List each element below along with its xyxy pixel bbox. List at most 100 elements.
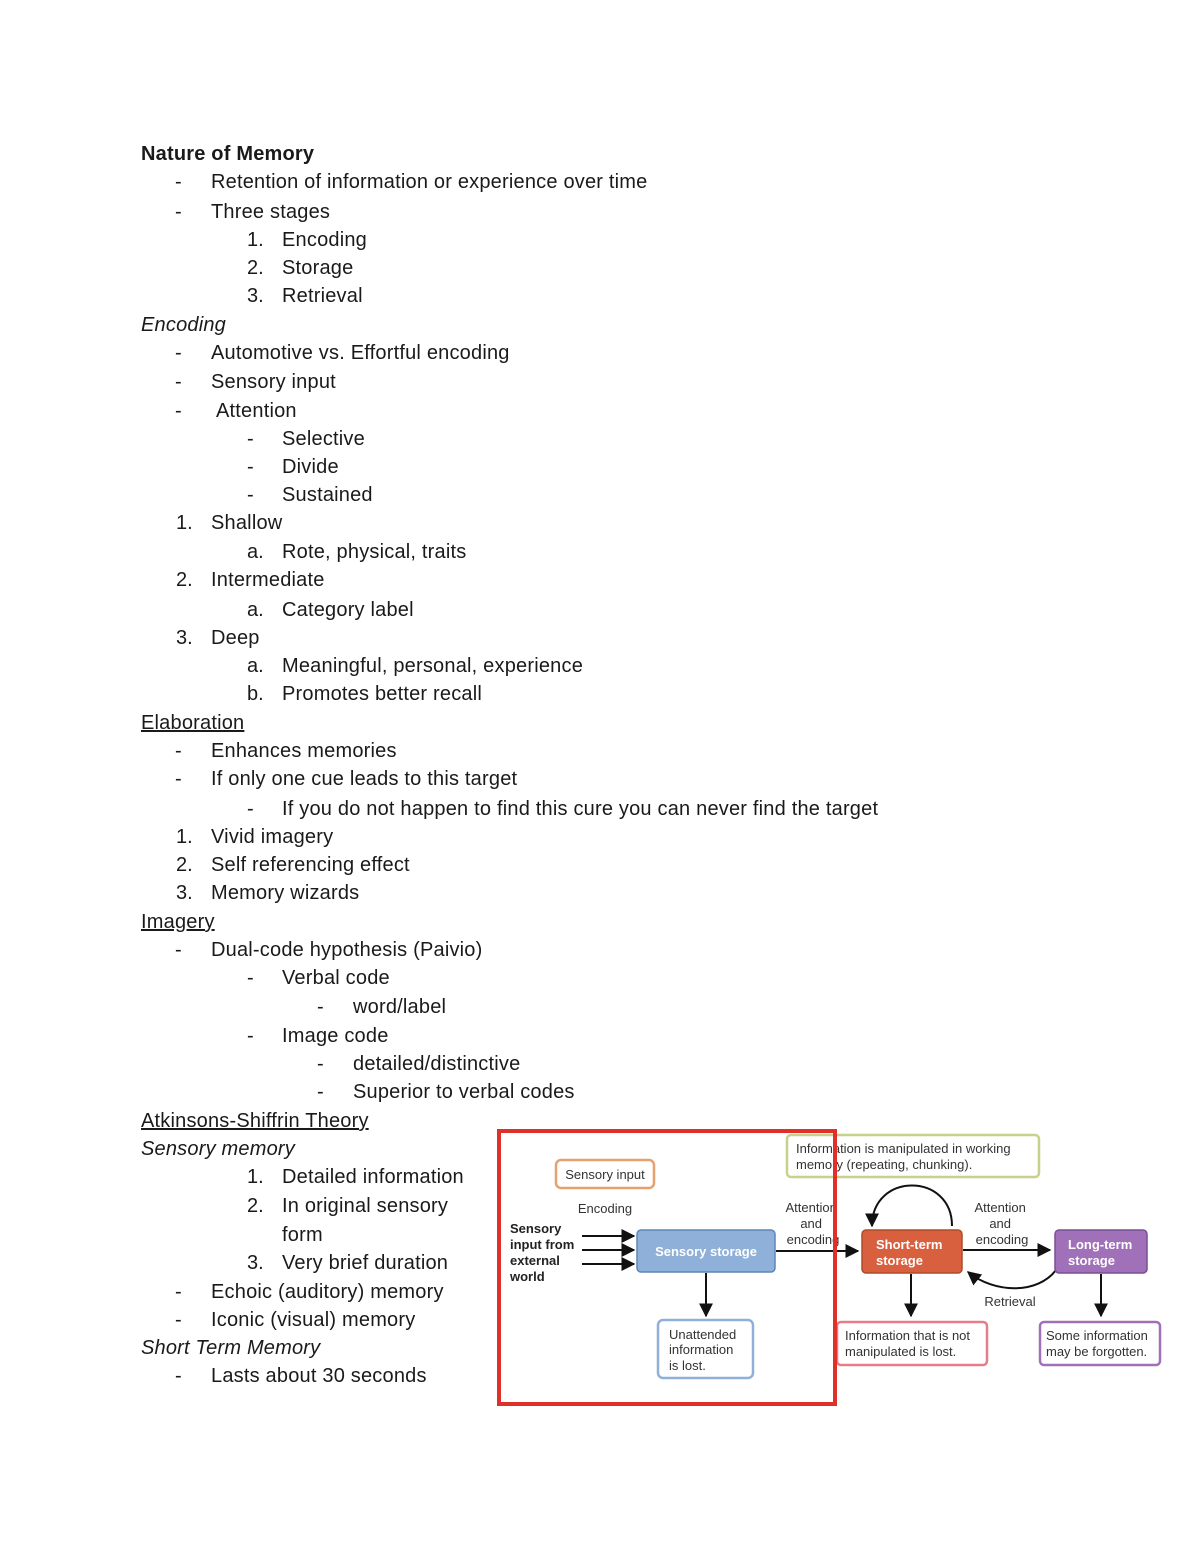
not-manipulated-label: Information that is not manipulated is l… (845, 1328, 974, 1359)
bullet-marker: - (175, 171, 182, 193)
bullet-text: Iconic (visual) memory (211, 1309, 416, 1331)
external-world-label: Sensory input from external world (509, 1221, 578, 1284)
subheading-sensory-memory: Sensory memory (141, 1138, 295, 1160)
list-item-continuation: form (282, 1224, 323, 1246)
bullet-marker: - (317, 996, 324, 1018)
list-marker: a. (247, 541, 264, 563)
bullet-text: Enhances memories (211, 740, 397, 762)
short-term-storage-box (861, 1229, 963, 1274)
subheading-short-term-memory: Short Term Memory (141, 1337, 321, 1359)
bullet-marker: - (175, 1309, 182, 1331)
list-marker: 2. (247, 257, 264, 279)
sensory-storage-label: Sensory storage (655, 1244, 757, 1259)
list-item: In original sensory (282, 1195, 449, 1217)
list-item: Self referencing effect (211, 854, 410, 876)
rehearsal-loop-arrow (865, 1184, 953, 1228)
bullet-text: Three stages (211, 201, 331, 223)
bullet-text: Verbal code (282, 967, 390, 989)
sensory-storage-box (636, 1229, 776, 1273)
section-heading-imagery: Imagery (141, 911, 215, 933)
bullet-text: detailed/distinctive (353, 1053, 521, 1075)
list-marker: 3. (176, 882, 193, 904)
bullet-text: Retention of information or experience o… (211, 171, 648, 193)
attention-type: Selective (282, 428, 365, 450)
list-marker: a. (247, 599, 264, 621)
level-sub-item: Category label (282, 599, 414, 621)
bullet-marker: - (247, 967, 254, 989)
list-marker: 1. (247, 229, 264, 251)
bullet-text: Superior to verbal codes (353, 1081, 575, 1103)
retrieval-label: Retrieval (984, 1294, 1035, 1309)
attention-encoding-label-2: Attention and encoding (975, 1200, 1030, 1247)
unattended-label: Unattended information is lost. (669, 1327, 740, 1373)
retrieval-arrow (966, 1269, 1057, 1290)
list-item: Vivid imagery (211, 826, 334, 848)
list-item: Very brief duration (282, 1252, 449, 1274)
bullet-text: Sensory input (211, 371, 336, 393)
forgotten-box (1038, 1320, 1162, 1367)
bullet-marker: - (317, 1053, 324, 1075)
bullet-marker: - (175, 371, 182, 393)
bullet-text: If you do not happen to find this cure y… (282, 798, 879, 820)
doc-title: Nature of Memory (141, 143, 315, 165)
attention-type: Divide (282, 456, 339, 478)
bullet-marker: - (175, 201, 182, 223)
list-marker: 3. (247, 285, 264, 307)
level-sub-item: Promotes better recall (282, 683, 483, 705)
list-marker: b. (247, 683, 264, 705)
bullet-text: Attention (216, 400, 297, 422)
bullet-text: Echoic (auditory) memory (211, 1281, 444, 1303)
unattended-box (656, 1318, 755, 1380)
bullet-text: If only one cue leads to this target (211, 768, 518, 790)
level-item: Intermediate (211, 569, 325, 591)
bullet-marker: - (175, 768, 182, 790)
short-term-storage-label: Short-term storage (876, 1237, 946, 1268)
bullet-text: Image code (282, 1025, 389, 1047)
stage-item: Encoding (282, 229, 367, 251)
bullet-marker: - (175, 1365, 182, 1387)
section-heading-elaboration: Elaboration (141, 712, 245, 734)
list-marker: a. (247, 655, 264, 677)
section-heading-atkinson: Atkinsons-Shiffrin Theory (141, 1110, 369, 1132)
bullet-marker: - (247, 484, 254, 506)
sensory-input-box (554, 1158, 656, 1190)
list-marker: 2. (247, 1195, 264, 1217)
working-memory-label: Information is manipulated in working me… (796, 1141, 1014, 1172)
highlight-box (497, 1129, 837, 1406)
bullet-text: Dual-code hypothesis (Paivio) (211, 939, 483, 961)
bullet-marker: - (175, 342, 182, 364)
bullet-text: Lasts about 30 seconds (211, 1365, 427, 1387)
attention-encoding-label-1: Attention and encoding (786, 1200, 841, 1247)
list-marker: 1. (176, 826, 193, 848)
level-sub-item: Meaningful, personal, experience (282, 655, 584, 677)
stage-item: Retrieval (282, 285, 363, 307)
list-marker: 2. (176, 854, 193, 876)
working-memory-box (785, 1133, 1041, 1179)
attention-type: Sustained (282, 484, 373, 506)
bullet-marker: - (317, 1081, 324, 1103)
bullet-marker: - (247, 798, 254, 820)
list-marker: 1. (176, 512, 193, 534)
encoding-label: Encoding (578, 1201, 632, 1216)
bullet-marker: - (175, 400, 182, 422)
stage-item: Storage (282, 257, 354, 279)
bullet-text: word/label (353, 996, 447, 1018)
level-item: Deep (211, 627, 260, 649)
list-marker: 3. (176, 627, 193, 649)
bullet-marker: - (175, 939, 182, 961)
bullet-text: Automotive vs. Effortful encoding (211, 342, 510, 364)
bullet-marker: - (247, 456, 254, 478)
section-heading-encoding: Encoding (141, 314, 226, 336)
list-item: Detailed information (282, 1166, 464, 1188)
memory-model-diagram: Sensory input Encoding Sensory input fro… (497, 1129, 1162, 1406)
bullet-marker: - (247, 428, 254, 450)
long-term-storage-label: Long-term storage (1068, 1237, 1136, 1268)
list-marker: 1. (247, 1166, 264, 1188)
bullet-marker: - (175, 1281, 182, 1303)
sensory-input-label: Sensory input (565, 1167, 645, 1182)
list-marker: 2. (176, 569, 193, 591)
list-marker: 3. (247, 1252, 264, 1274)
list-item: Memory wizards (211, 882, 360, 904)
bullet-marker: - (247, 1025, 254, 1047)
level-item: Shallow (211, 512, 283, 534)
